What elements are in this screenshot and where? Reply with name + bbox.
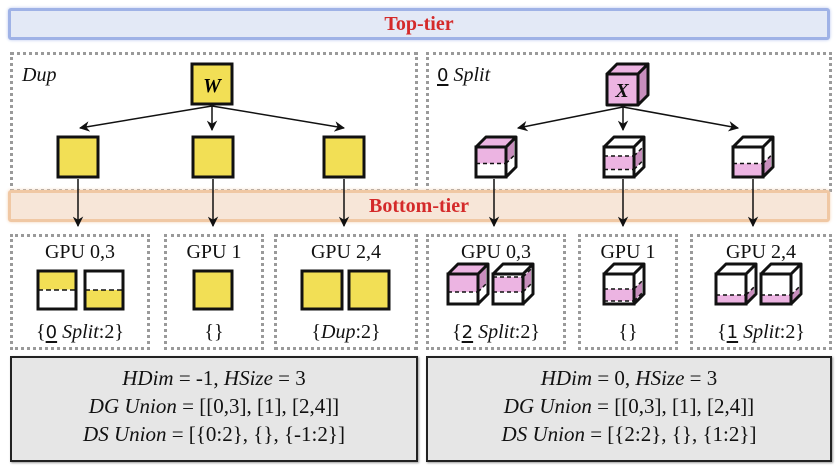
split-cubes (474, 135, 775, 179)
gpu-left-2-tensors (300, 269, 391, 311)
dup-copy-square (191, 135, 235, 179)
gpu-right-2-cube (759, 262, 803, 306)
gpu-left-1-tensor (192, 269, 234, 311)
split-text: Split (448, 64, 491, 86)
gpu-box-right-2: GPU 2,4 {1 Split:2} (690, 234, 832, 350)
dg-union-row: DG Union = [[0,3], [1], [2,4]] (503, 394, 755, 418)
gpu-annotation: {2 Split:2} (452, 321, 540, 343)
hdim-row: HDim = 0, HSize = 3 (540, 366, 718, 390)
top-tier-banner: Top-tier (8, 8, 830, 40)
split-cube-mid-part (602, 135, 646, 179)
gpu-right-0-cube (491, 262, 535, 306)
ds-union-row: DS Union = [{0:2}, {}, {-1:2}] (83, 422, 345, 446)
arrows-left-top (78, 105, 346, 132)
tensor-w-root: W (190, 62, 234, 106)
gpu-annotation: {} (618, 321, 638, 343)
gpu-box-left-2: GPU 2,4 {Dup:2} (274, 234, 418, 350)
gpu-box-right-1: GPU 1 {} (578, 234, 678, 350)
gpu-right-0-cube (446, 262, 490, 306)
dup-label: Dup (22, 64, 57, 86)
top-tier-label: Top-tier (384, 12, 454, 35)
gpu-box-right-0: GPU 0,3 {2 Split:2} (426, 234, 566, 350)
split-cube-bottom-part (731, 135, 775, 179)
gpu-right-1-cube (602, 262, 646, 306)
dup-copy-square (322, 135, 366, 179)
arrows-right-down (488, 179, 759, 228)
tensor-x-root: X (605, 62, 650, 107)
bottom-tier-label: Bottom-tier (369, 194, 469, 217)
gpu-left-0-tensors (36, 269, 125, 311)
gpu-annotation: {1 Split:2} (717, 321, 805, 343)
tensor-x-label: X (614, 80, 629, 102)
gpu-box-left-1: GPU 1 {} (164, 234, 264, 350)
gpu-box-left-0: GPU 0,3 {0 Split:2} (10, 234, 150, 350)
gpu-title: GPU 2,4 (725, 241, 796, 263)
tensor-w-label: W (203, 75, 222, 97)
split-label: 0 Split (437, 64, 490, 87)
gpu-title: GPU 1 (186, 241, 242, 263)
summary-left: HDim = -1, HSize = 3 DG Union = [[0,3], … (10, 356, 418, 462)
gpu-annotation: {0 Split:2} (36, 321, 124, 343)
split-cube-top-part (474, 135, 518, 179)
gpu-title: GPU 0,3 (44, 241, 115, 263)
bottom-tier-banner: Bottom-tier (8, 190, 830, 222)
hdim-row: HDim = -1, HSize = 3 (122, 366, 306, 390)
dup-copies (56, 135, 366, 179)
arrows-left-down (72, 179, 350, 228)
dg-union-row: DG Union = [[0,3], [1], [2,4]] (88, 394, 340, 418)
gpu-title: GPU 0,3 (460, 241, 531, 263)
gpu-title: GPU 1 (600, 241, 656, 263)
gpu-right-2-cube (714, 262, 758, 306)
arrows-right-top (516, 106, 740, 132)
ds-union-row: DS Union = [{2:2}, {}, {1:2}] (501, 422, 757, 446)
gpu-title: GPU 2,4 (310, 241, 381, 263)
gpu-right-cubes (446, 262, 803, 306)
split-dim-number: 0 (437, 65, 449, 86)
dup-copy-square (56, 135, 100, 179)
gpu-annotation: {Dup:2} (311, 321, 381, 343)
summary-right: HDim = 0, HSize = 3 DG Union = [[0,3], [… (426, 356, 832, 462)
gpu-annotation: {} (204, 321, 224, 343)
